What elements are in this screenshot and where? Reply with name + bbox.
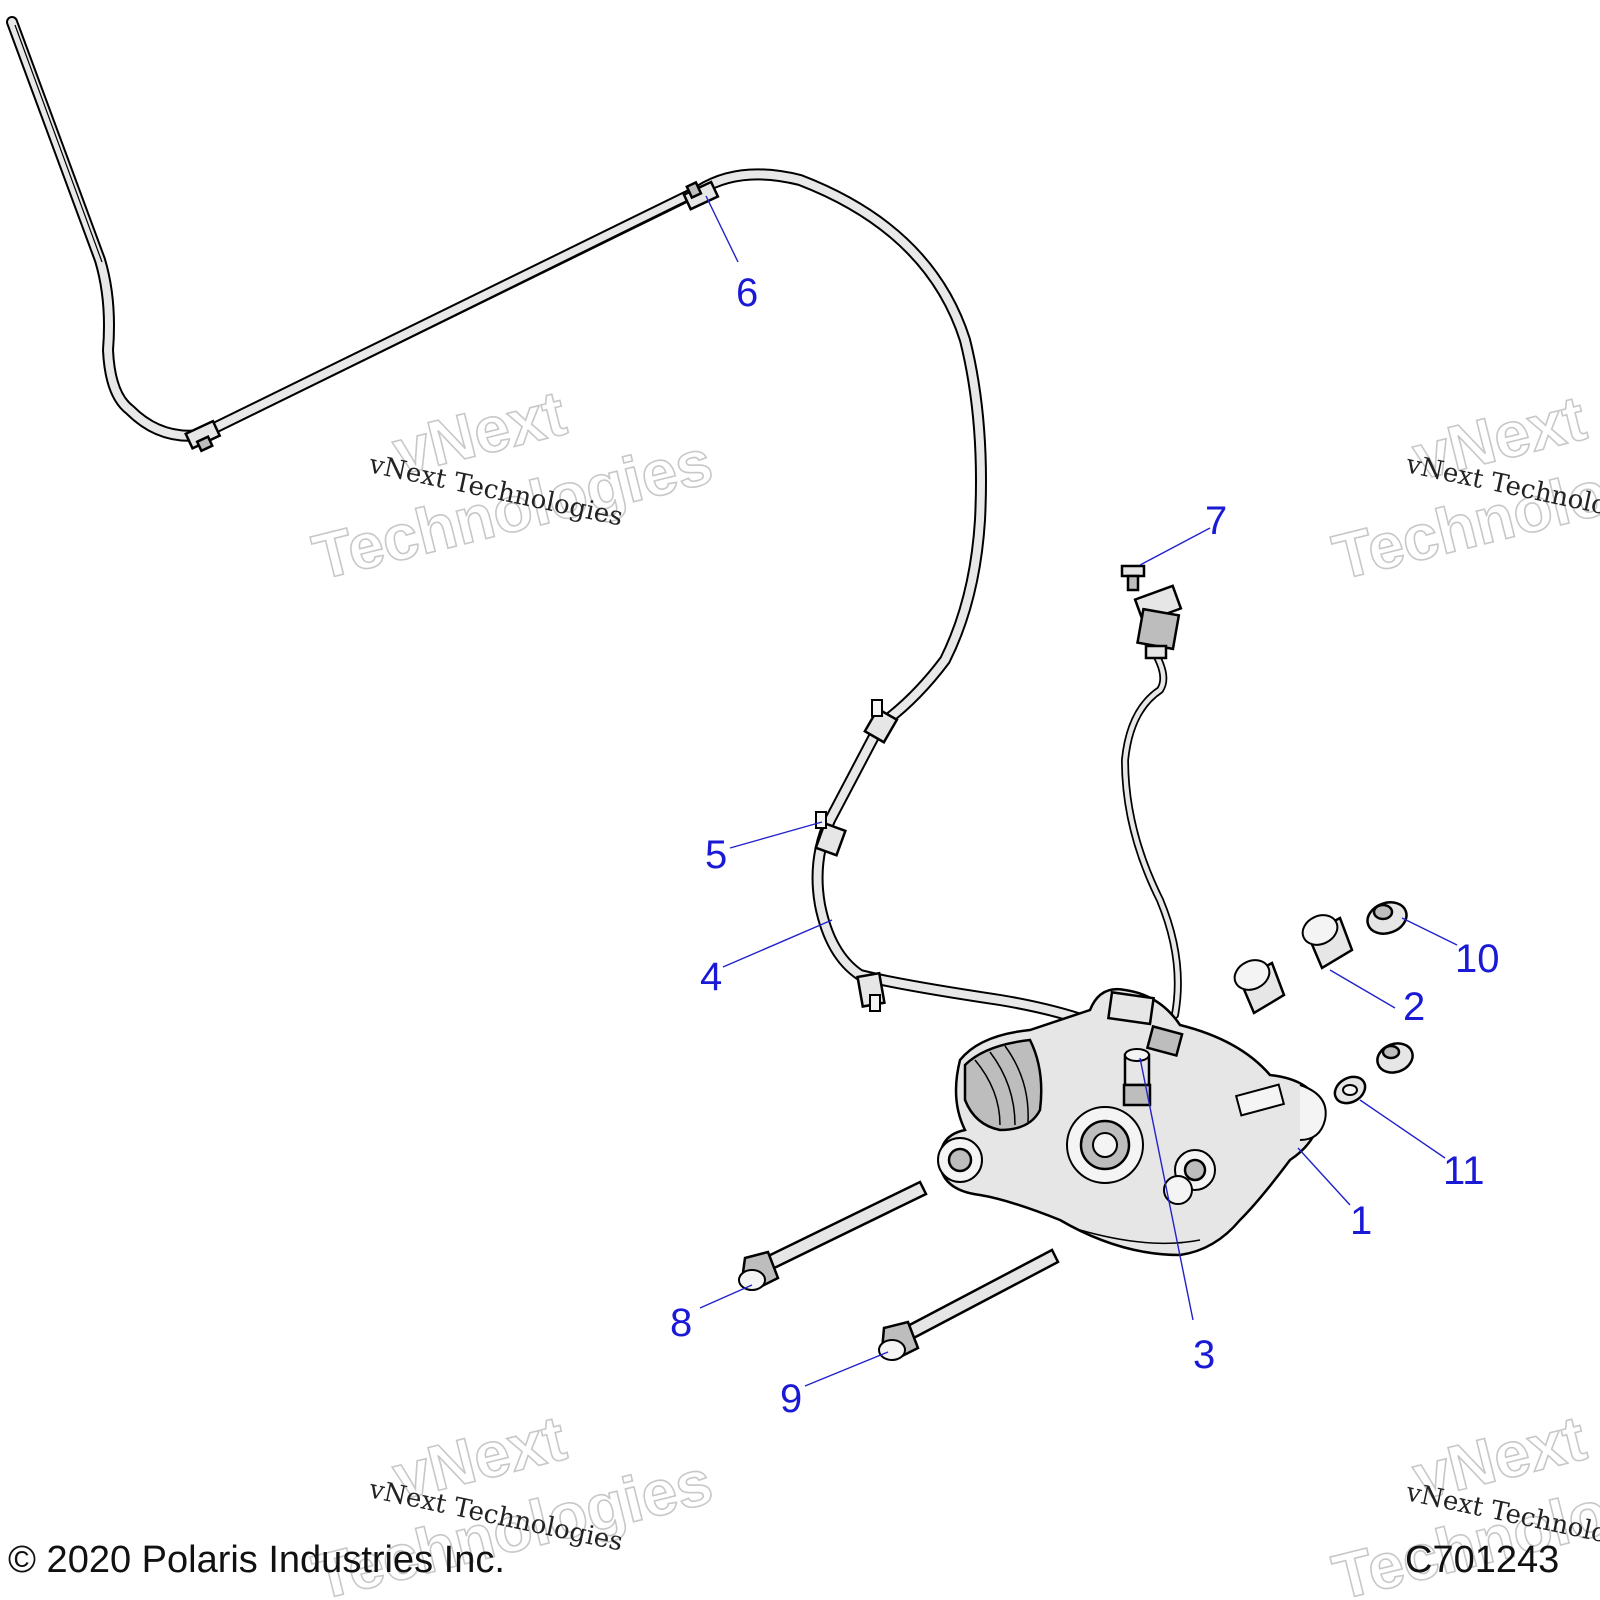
callout-6: 6	[736, 271, 758, 315]
gearcase-housing	[937, 987, 1327, 1257]
callout-4: 4	[700, 955, 722, 999]
leader-7	[1139, 527, 1211, 566]
watermark-top-right: vNext Technologies vNext Technologies	[1325, 381, 1600, 595]
callout-11: 11	[1443, 1149, 1485, 1193]
leader-3	[1139, 1057, 1194, 1321]
leader-1	[1297, 1147, 1351, 1206]
washer-11	[1333, 1075, 1367, 1105]
leader-4	[722, 919, 833, 968]
bolt-8	[738, 1180, 928, 1291]
leader-lines	[699, 195, 1458, 1387]
callout-8: 8	[670, 1301, 692, 1345]
hose-clip-6-lower	[184, 419, 222, 453]
vent-hose	[6, 16, 1146, 1051]
callout-2: 2	[1403, 985, 1425, 1029]
leader-10	[1401, 917, 1458, 946]
leader-2	[1329, 969, 1396, 1009]
flange-nut-10-top	[1366, 901, 1408, 935]
leader-11	[1359, 1099, 1446, 1159]
push-clip-7	[1120, 564, 1146, 592]
sensor-connector	[1133, 584, 1183, 660]
drawing-number: C701243	[1405, 1539, 1559, 1581]
leader-9	[804, 1351, 889, 1387]
callout-10: 10	[1455, 937, 1500, 981]
bushing-2-left	[1233, 959, 1286, 1015]
bolt-9	[878, 1248, 1060, 1361]
callout-9: 9	[780, 1377, 802, 1421]
callout-numbers: 6 7 5 4 2 10 11 1 3 8 9	[670, 271, 1500, 1421]
hose-clip-6-upper	[682, 180, 720, 211]
hose-clip-5-upper	[863, 699, 899, 744]
hose-clip-5	[814, 811, 847, 857]
hose-clip-lower	[856, 971, 886, 1012]
leader-6	[705, 195, 739, 263]
leader-5	[729, 821, 823, 849]
callout-3: 3	[1193, 1333, 1215, 1377]
sensor-wire	[1121, 641, 1182, 1019]
vent-fitting-3	[1122, 1048, 1152, 1107]
leader-8	[699, 1284, 753, 1309]
flange-nut-10-bottom	[1376, 1042, 1414, 1074]
callout-7: 7	[1205, 499, 1227, 543]
watermark-top-left: vNext Technologies vNext Technologies	[305, 376, 720, 595]
copyright-text: © 2020 Polaris Industries Inc.	[8, 1539, 505, 1581]
callout-1: 1	[1350, 1199, 1372, 1243]
bushing-2-right	[1301, 914, 1354, 970]
callout-5: 5	[705, 833, 727, 877]
